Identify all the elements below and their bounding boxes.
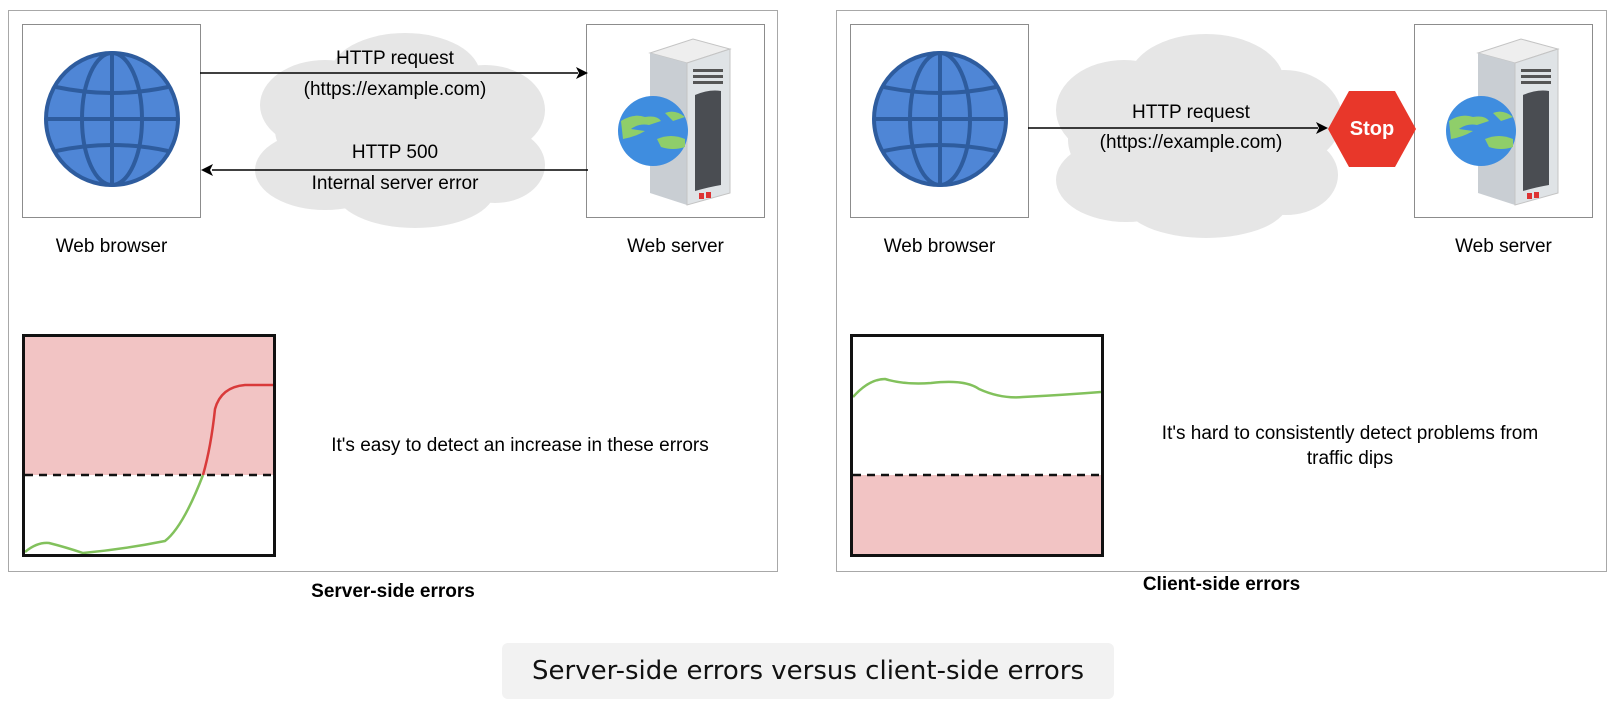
web-server-box xyxy=(1414,24,1593,218)
client-side-description: It's hard to consistently detect problem… xyxy=(1161,423,1539,469)
request-label-line1: HTTP request xyxy=(336,48,454,69)
server-error-chart xyxy=(22,334,276,557)
alert-zone xyxy=(25,337,273,475)
client-side-caption: Client-side errors xyxy=(1142,574,1301,595)
client-error-chart xyxy=(850,334,1104,557)
server-icon xyxy=(1446,38,1560,206)
stop-icon xyxy=(1328,91,1416,167)
server-icon xyxy=(618,38,732,206)
web-browser-box xyxy=(850,24,1029,218)
stop-sign: Stop xyxy=(1327,90,1417,168)
response-arrow xyxy=(201,164,588,176)
web-browser-box xyxy=(22,24,201,218)
request-label-line2: (https://example.com) xyxy=(303,79,487,100)
web-server-label: Web server xyxy=(627,236,724,257)
response-label-line2: Internal server error xyxy=(311,173,479,194)
request-arrow xyxy=(200,67,588,79)
request-arrow xyxy=(1028,122,1328,134)
server-side-description: It's easy to detect an increase in these… xyxy=(331,435,709,456)
server-side-caption: Server-side errors xyxy=(311,581,475,602)
normal-traffic-line xyxy=(25,474,205,554)
globe-icon xyxy=(44,51,180,187)
web-browser-label: Web browser xyxy=(55,236,168,257)
error-spike-line xyxy=(201,383,273,476)
request-label-line1: HTTP request xyxy=(1132,102,1250,123)
normal-traffic-line xyxy=(853,377,1101,399)
web-server-box xyxy=(586,24,765,218)
network-cloud xyxy=(1056,34,1342,238)
web-server-label: Web server xyxy=(1455,236,1552,257)
stop-label: Stop xyxy=(1349,118,1395,140)
figure-title: Server-side errors versus client-side er… xyxy=(502,643,1114,699)
request-label-line2: (https://example.com) xyxy=(1099,132,1283,153)
response-label-line1: HTTP 500 xyxy=(351,142,439,163)
alert-zone xyxy=(853,475,1101,554)
web-browser-label: Web browser xyxy=(883,236,996,257)
globe-icon xyxy=(872,51,1008,187)
